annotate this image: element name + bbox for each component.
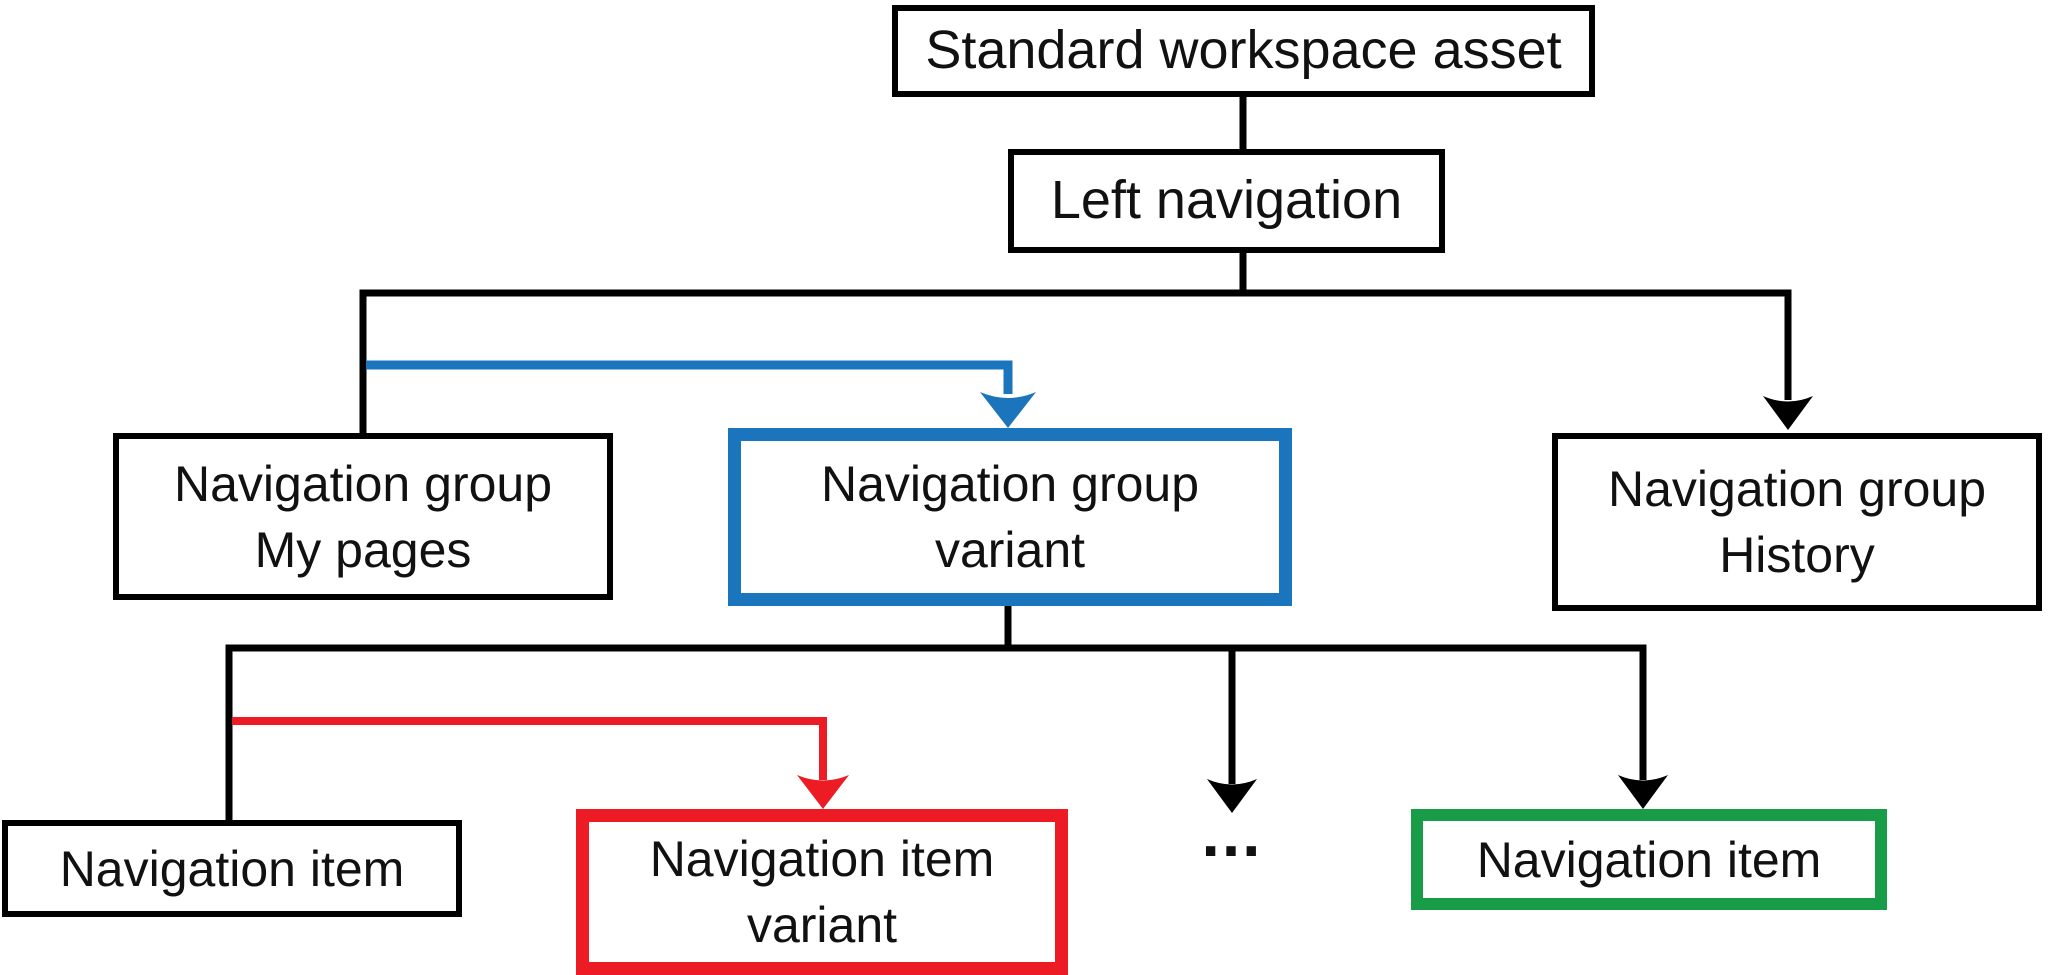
arrowhead-red <box>797 775 849 809</box>
ellipsis-more-items: ... <box>1201 796 1263 870</box>
node-label-line2: History <box>1719 527 1875 583</box>
node-left-navigation: Left navigation <box>1008 149 1445 253</box>
node-label-line1: Navigation group <box>820 456 1200 512</box>
connector-red-branch <box>232 717 827 780</box>
node-label: Navigation item <box>59 840 405 897</box>
node-label-line2: variant <box>746 897 898 953</box>
connector-level2-bus <box>225 644 1647 820</box>
node-navigation-item-variant: Navigation item variant <box>576 809 1068 975</box>
node-navigation-item: Navigation item <box>2 820 462 917</box>
connector-blue-branch <box>366 360 1013 394</box>
node-label: Standard workspace asset <box>925 20 1562 81</box>
node-label-line2: variant <box>934 522 1086 578</box>
node-navigation-group-variant: Navigation group variant <box>728 428 1292 606</box>
arrowhead-ellipsis <box>1207 779 1257 813</box>
connector-level1-bus <box>359 289 1792 433</box>
arrowhead-green-item <box>1618 775 1668 809</box>
node-label-line1: Navigation group <box>1607 461 1987 517</box>
arrowhead-history <box>1763 396 1813 430</box>
arrowhead-blue <box>980 392 1036 428</box>
node-label-line2: My pages <box>254 521 472 578</box>
node-navigation-group-history: Navigation group History <box>1552 433 2042 611</box>
node-label-line1: Navigation item <box>649 831 995 887</box>
node-label: Navigation item <box>1476 831 1822 888</box>
node-navigation-group-my-pages: Navigation group My pages <box>113 433 613 600</box>
node-label-line1: Navigation group <box>173 455 553 512</box>
node-standard-workspace-asset: Standard workspace asset <box>892 5 1595 97</box>
node-navigation-item-highlighted: Navigation item <box>1411 809 1887 910</box>
node-label: Left navigation <box>1050 170 1403 231</box>
